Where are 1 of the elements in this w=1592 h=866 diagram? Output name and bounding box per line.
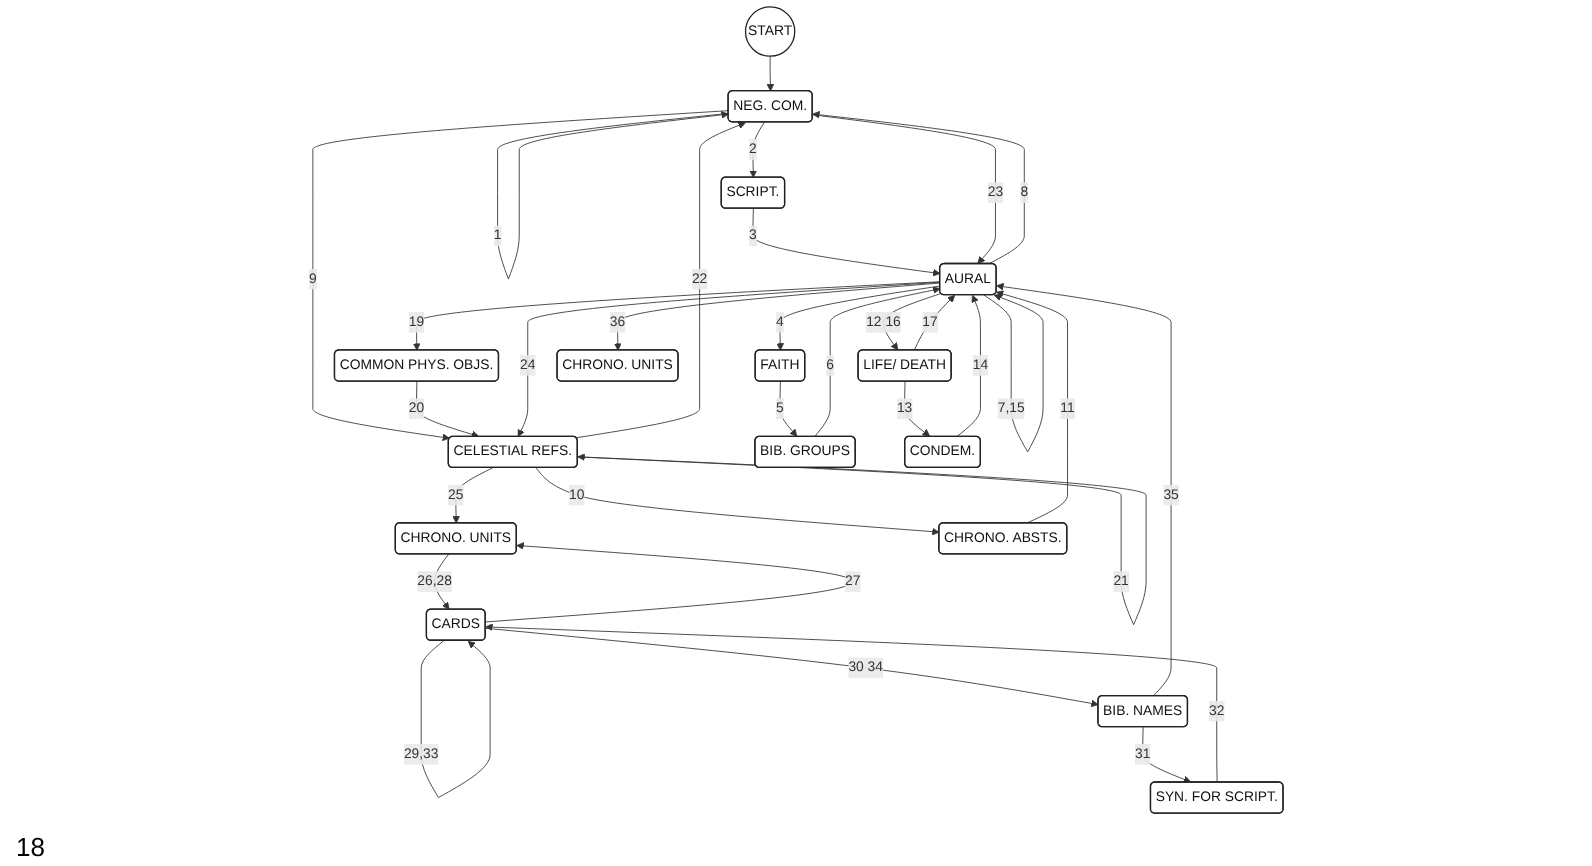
transition-number: 18 — [16, 832, 45, 862]
